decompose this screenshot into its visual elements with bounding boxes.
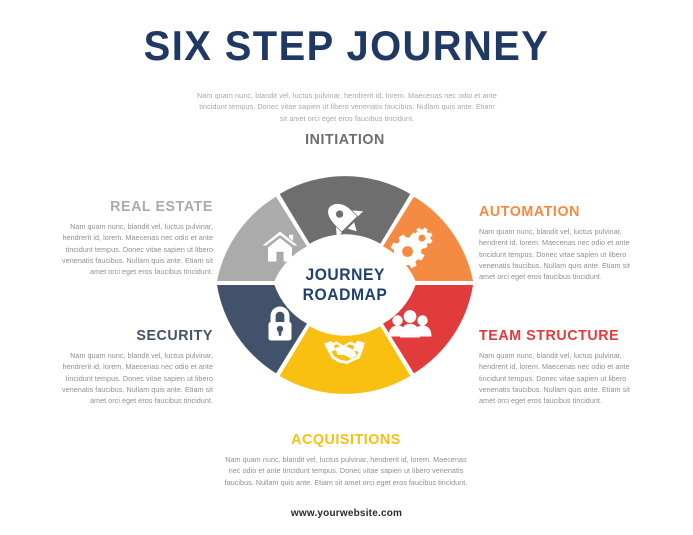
segment-security-slice[interactable] [217,285,307,374]
handshake-icon [324,340,365,364]
segment-acquisitions[interactable] [279,326,411,394]
segment-initiation[interactable] [279,176,411,244]
caption-automation-body: Nam quam nunc, blandit vel, luctus pulvi… [479,227,630,282]
rocket-icon [328,203,364,238]
segment-automation[interactable] [383,196,473,281]
caption-acquisitions-body: Nam quam nunc, blandit vel, luctus pulvi… [224,455,468,487]
caption-automation-title: AUTOMATION [479,203,580,220]
caption-automation: AUTOMATION Nam quam nunc, blandit vel, l… [479,203,637,282]
lock-icon [268,306,292,341]
caption-initiation: INITIATION [245,131,445,149]
caption-initiation-title: INITIATION [305,131,385,148]
page-title: SIX STEP JOURNEY [143,22,550,69]
caption-team-structure: TEAM STRUCTURE Nam quam nunc, blandit ve… [479,327,637,406]
caption-real-estate-title: REAL ESTATE [110,198,213,215]
segment-security[interactable] [217,285,307,374]
caption-security-title: SECURITY [136,327,213,344]
center-hub-circle [298,236,392,330]
caption-acquisitions-title: ACQUISITIONS [291,431,401,448]
segment-real-estate[interactable] [217,196,307,281]
caption-security: SECURITY Nam quam nunc, blandit vel, luc… [58,327,213,406]
people-icon [388,310,432,338]
six-step-donut-chart [217,176,473,394]
caption-real-estate-body: Nam quam nunc, blandit vel, luctus pulvi… [62,222,213,277]
caption-security-body: Nam quam nunc, blandit vel, luctus pulvi… [62,351,213,406]
caption-team-structure-body: Nam quam nunc, blandit vel, luctus pulvi… [479,351,630,406]
caption-team-structure-title: TEAM STRUCTURE [479,327,620,344]
website-footer: www.yourwebsite.com [290,508,403,519]
house-icon [262,231,298,262]
gears-icon [390,227,433,269]
page-subtitle: Nam quam nunc, blandit vel, luctus pulvi… [197,91,497,123]
segment-team-structure[interactable] [383,285,473,374]
caption-real-estate: REAL ESTATE Nam quam nunc, blandit vel, … [58,198,213,277]
caption-acquisitions: ACQUISITIONS Nam quam nunc, blandit vel,… [222,431,470,488]
